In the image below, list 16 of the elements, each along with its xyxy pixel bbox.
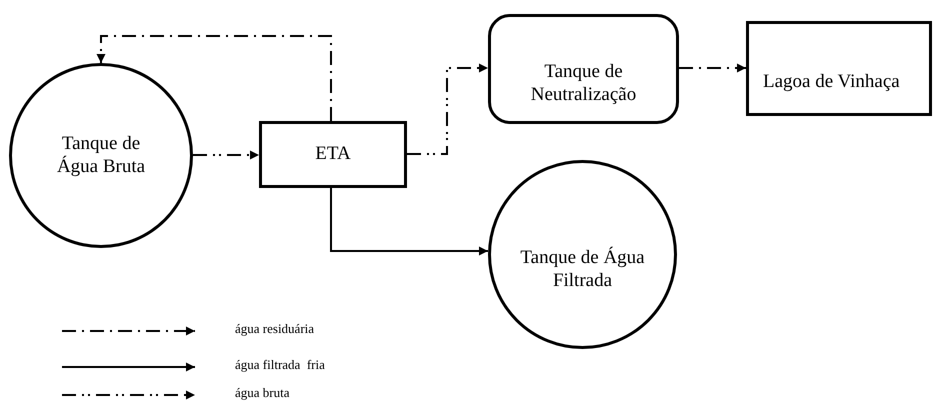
arrow [330, 188, 488, 256]
pond-box [746, 21, 932, 116]
legend-label: água bruta [235, 385, 290, 401]
node-label: Tanque de Água Filtrada [519, 246, 646, 292]
arrow [193, 150, 259, 160]
node-label: Lagoa de Vinhaça [762, 71, 901, 94]
arrow [679, 64, 746, 72]
node-label: ETA [314, 143, 352, 166]
node-label: Tanque de Água Bruta [56, 132, 146, 178]
node-label: Tanque de Neutralização [530, 61, 638, 107]
legend-label: água filtrada fria [235, 357, 325, 373]
process-box [259, 121, 407, 188]
tank-box [488, 14, 679, 124]
arrow [407, 64, 488, 155]
arrow [96, 35, 332, 121]
legend-label: água residuária [235, 321, 314, 337]
